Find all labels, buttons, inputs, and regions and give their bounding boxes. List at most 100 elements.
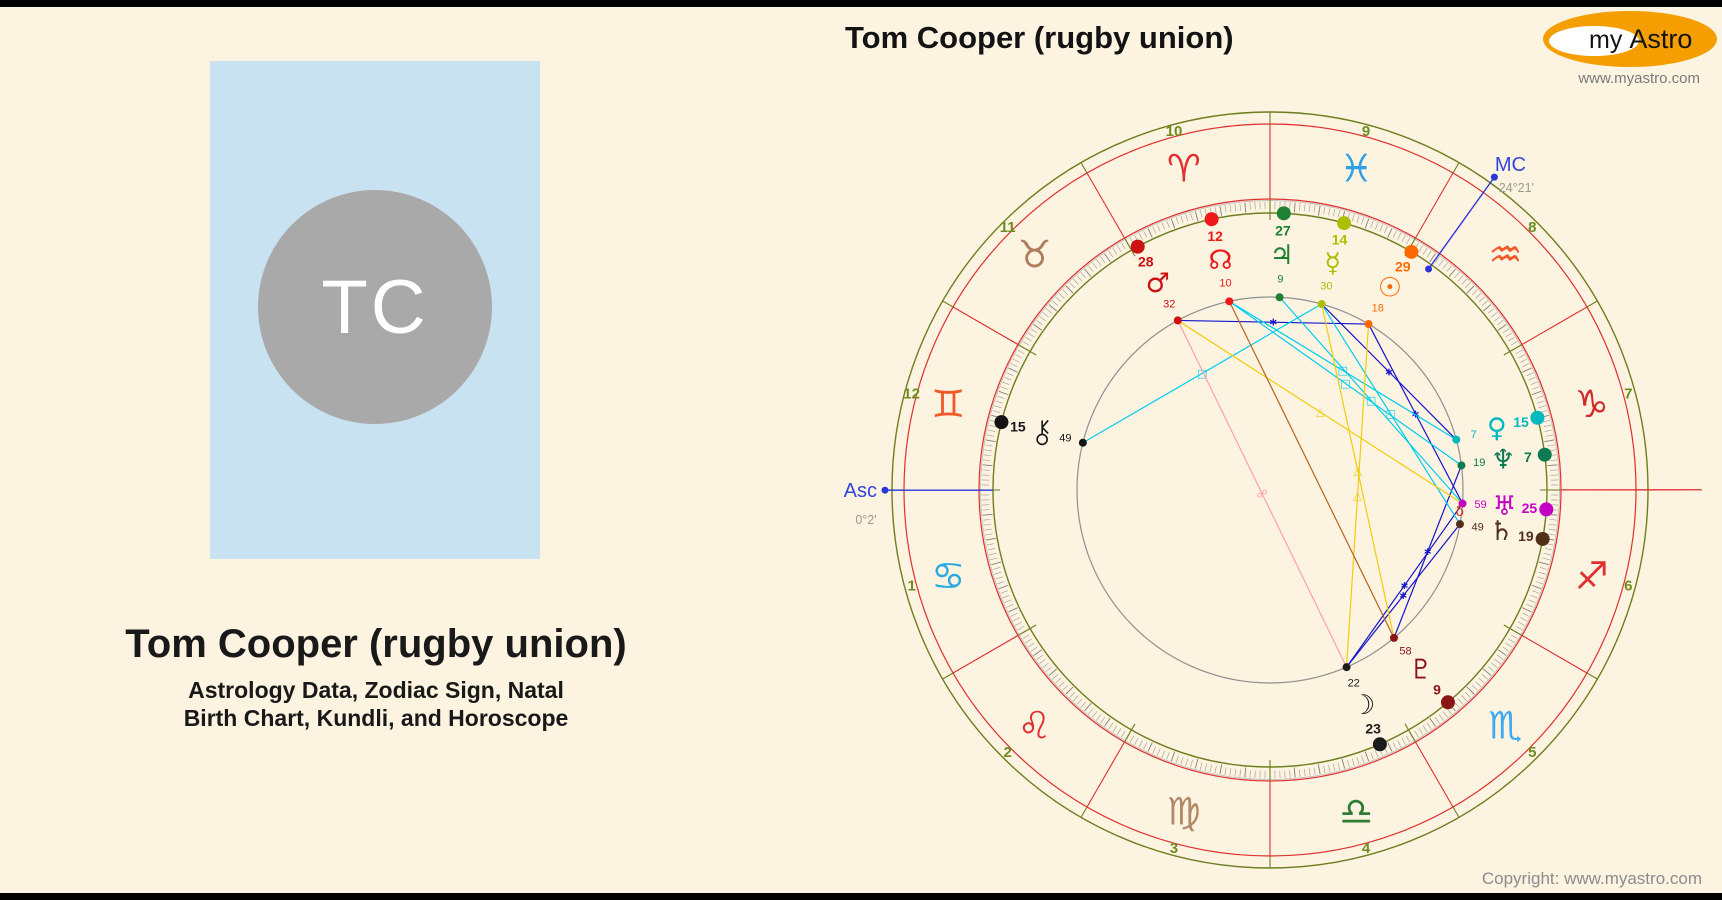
degree-tick [1010, 612, 1018, 617]
degree-tick [1446, 265, 1452, 272]
planet-pluto-minute: 58 [1399, 646, 1411, 658]
degree-tick [1152, 746, 1156, 754]
degree-tick [992, 410, 1000, 413]
website-url[interactable]: www.myastro.com [1578, 70, 1700, 87]
planet-pluto-ring-dot [1440, 695, 1455, 710]
degree-tick [1180, 215, 1184, 223]
degree-tick [1517, 354, 1525, 359]
aspect-marker-sextile: ∗ [1384, 365, 1393, 378]
tick-inner-circle [992, 212, 1548, 768]
degree-tick [1478, 296, 1485, 303]
degree-tick [1528, 599, 1536, 604]
degree-tick [1293, 202, 1296, 213]
aspect-marker-square: □ [1197, 367, 1207, 380]
aspect-line-sextile-pluto-neptune [1393, 465, 1462, 639]
degree-tick [1454, 272, 1460, 279]
degree-tick [1548, 523, 1557, 526]
degree-tick [1069, 282, 1076, 289]
degree-tick [1121, 242, 1126, 250]
degree-tick [1543, 424, 1552, 428]
degree-tick [1544, 439, 1555, 443]
degree-tick [1547, 533, 1555, 536]
zodiac-sign-sagittarius-icon: ♐ [1575, 554, 1609, 598]
degree-tick [1088, 265, 1094, 272]
degree-tick [1121, 730, 1126, 738]
planet-node-minute: 10 [1219, 278, 1231, 290]
degree-tick [997, 395, 1005, 399]
degree-tick [982, 509, 990, 511]
degree-tick [1544, 429, 1553, 432]
planet-node-icon: ☊ [1208, 245, 1232, 276]
degree-tick [1104, 253, 1111, 263]
degree-tick [1323, 765, 1326, 774]
degree-tick [1055, 296, 1062, 303]
degree-tick [1134, 737, 1139, 745]
degree-tick [1537, 576, 1545, 580]
degree-tick [1351, 758, 1355, 766]
planet-venus-ring-dot [1530, 410, 1545, 425]
degree-tick [1550, 469, 1558, 471]
planet-neptune-icon: ♆ [1491, 445, 1515, 476]
degree-tick [1522, 612, 1530, 617]
degree-tick [1293, 767, 1296, 778]
degree-tick [1008, 367, 1018, 373]
degree-tick [1065, 285, 1074, 294]
degree-tick [1299, 769, 1301, 777]
degree-tick [1488, 308, 1495, 314]
zodiac-sign-aquarius-icon: ♒ [1488, 233, 1522, 277]
degree-tick [1104, 717, 1111, 727]
aspect-line-square-node-venus [1229, 300, 1457, 441]
degree-tick [1532, 386, 1540, 390]
degree-tick [1442, 711, 1448, 718]
degree-tick [1065, 686, 1074, 695]
degree-tick [1418, 245, 1424, 252]
degree-tick [1289, 202, 1291, 210]
degree-tick [1422, 247, 1428, 255]
degree-tick [1100, 717, 1106, 724]
degree-tick [987, 548, 996, 551]
degree-tick [1544, 548, 1553, 551]
degree-tick [1481, 300, 1488, 306]
degree-tick [1062, 289, 1069, 296]
degree-tick [1313, 205, 1316, 213]
house-cusp-line [1452, 162, 1460, 174]
degree-tick [1502, 328, 1510, 334]
planet-venus-icon: ♀ [1487, 413, 1507, 444]
degree-tick [1429, 717, 1436, 727]
degree-tick [1549, 519, 1557, 521]
aspect-marker-sextile: ∗ [1423, 545, 1432, 558]
house-cusp-line [1586, 300, 1598, 308]
degree-tick [1112, 725, 1118, 733]
house-cusp-arrow [1503, 344, 1523, 356]
house-number-7: 7 [1624, 385, 1632, 402]
degree-tick [1229, 204, 1232, 212]
zodiac-sign-scorpio-icon: ♏ [1488, 703, 1522, 747]
avatar-initials: TC [321, 264, 429, 350]
degree-tick [983, 454, 992, 457]
degree-tick [1224, 205, 1227, 213]
degree-tick [1483, 304, 1492, 312]
degree-tick [1483, 668, 1492, 676]
degree-tick [1185, 758, 1189, 766]
planet-sun-icon: ☉ [1378, 272, 1402, 303]
midheaven-degree-label: 24°21' [1499, 181, 1534, 195]
degree-tick [1438, 259, 1444, 266]
degree-tick [1161, 750, 1166, 758]
degree-tick [1045, 666, 1052, 672]
degree-tick [1076, 698, 1083, 705]
degree-tick [985, 537, 996, 541]
zodiac-sign-capricorn-icon: ♑ [1575, 382, 1609, 426]
aspect-marker-sextile: ∗ [1269, 316, 1278, 329]
degree-tick [1199, 762, 1203, 771]
degree-tick [1129, 735, 1135, 743]
house-number-5: 5 [1528, 744, 1536, 761]
aspect-marker-opposition: ☍ [1257, 487, 1268, 500]
planet-node-ring-dot [1204, 212, 1219, 227]
degree-tick [1076, 275, 1083, 282]
degree-tick [1426, 722, 1432, 730]
degree-tick [1540, 567, 1548, 570]
aspect-line-square-jupiter-uranus [1279, 296, 1463, 504]
